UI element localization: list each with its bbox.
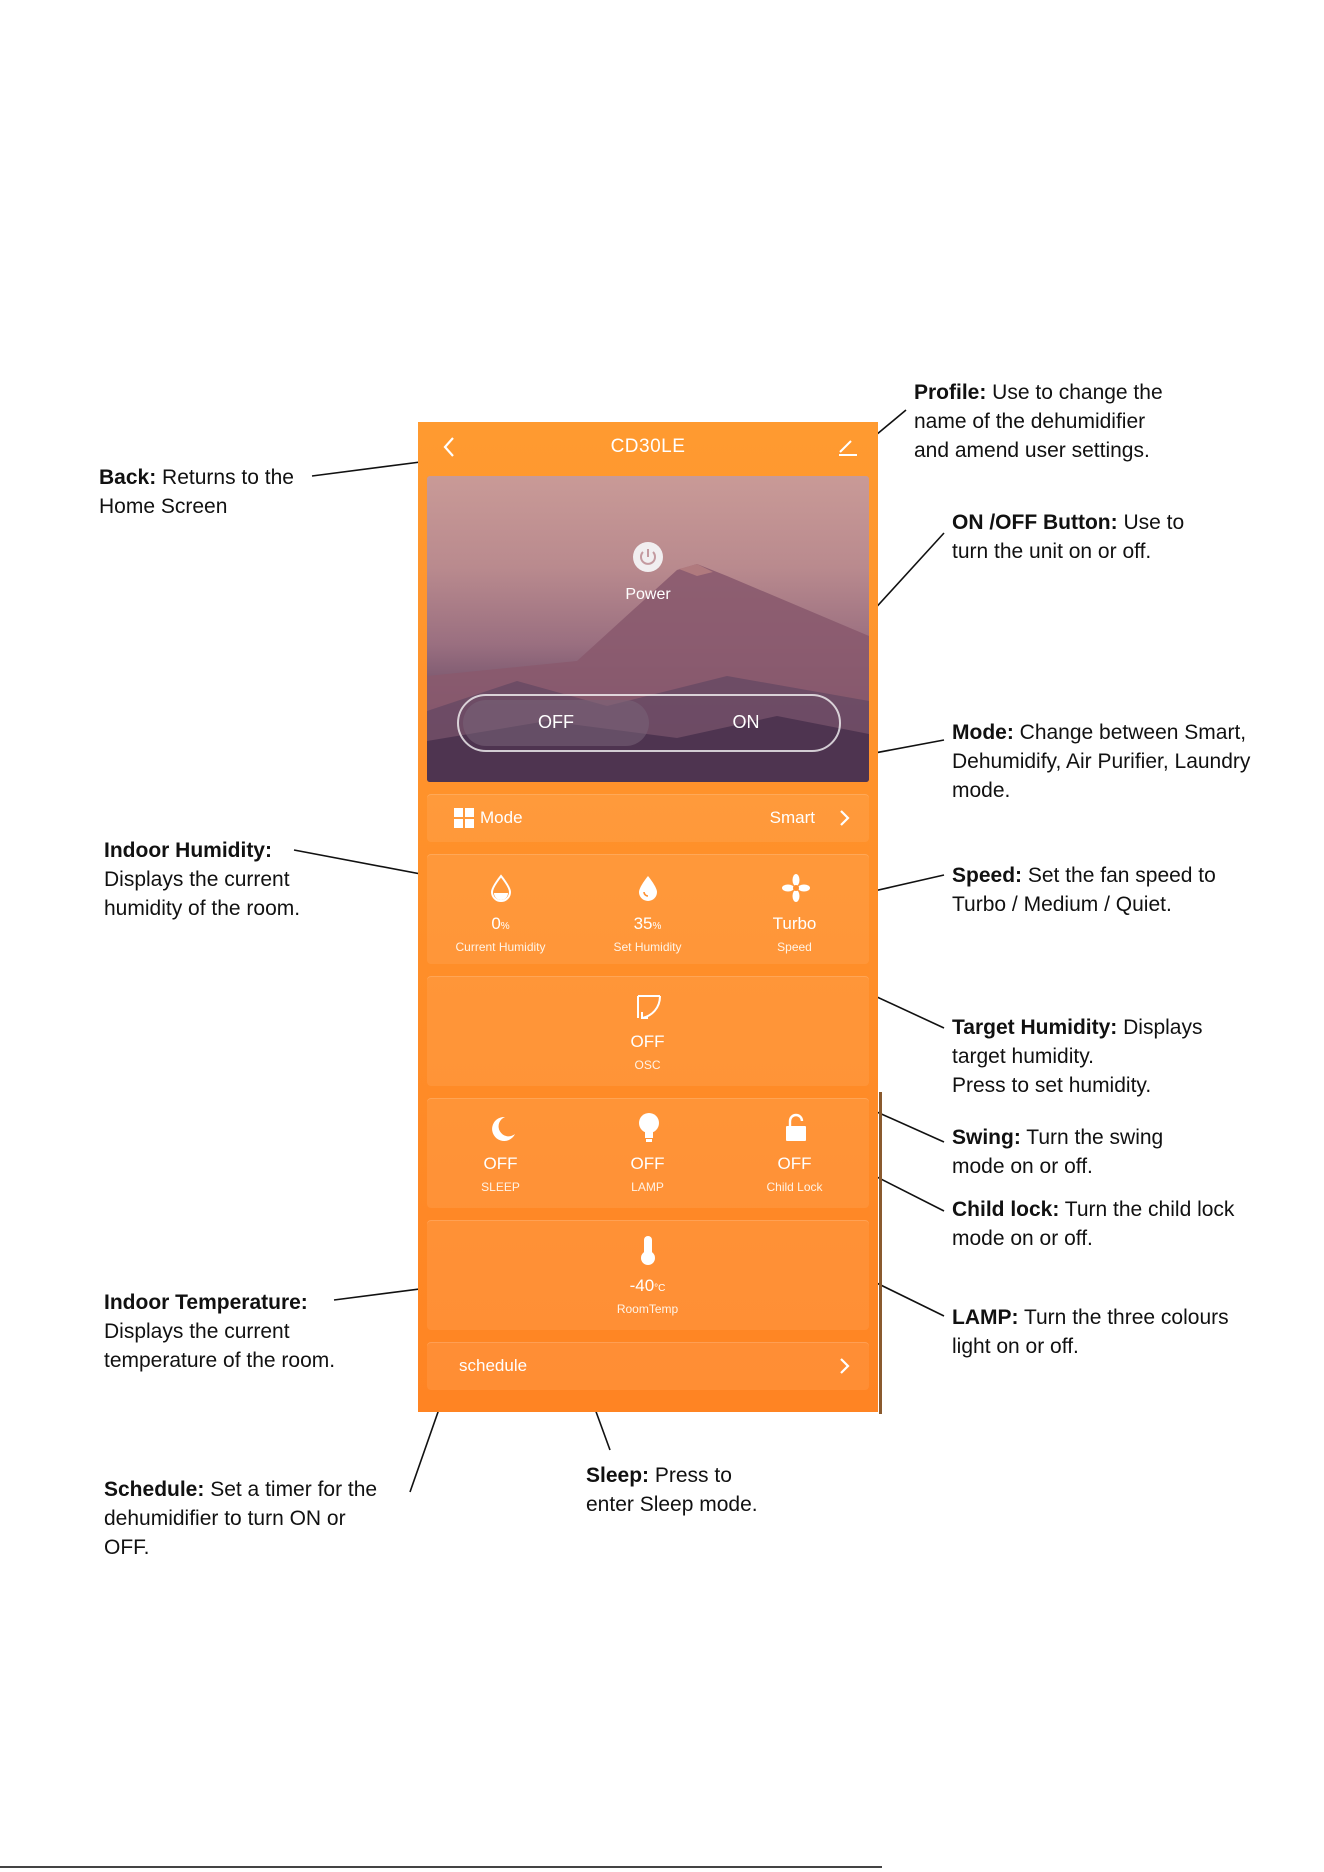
annotation-target-humidity: Target Humidity: Displays target humidit… — [952, 1016, 1203, 1097]
osc-cell[interactable]: OFF OSC — [630, 1032, 665, 1072]
back-chevron-icon[interactable] — [438, 434, 462, 460]
toggle-knob — [463, 700, 649, 746]
toggle-off-label[interactable]: OFF — [538, 712, 574, 732]
annotation-onoff: ON /OFF Button: Use to turn the unit on … — [952, 511, 1185, 563]
annotation-speed: Speed: Set the fan speed to Turbo / Medi… — [952, 864, 1216, 916]
mode-value: Smart — [769, 808, 815, 827]
power-panel: Power OFF ON — [427, 476, 869, 782]
on-off-toggle[interactable]: OFF ON — [457, 694, 841, 752]
water-drop-outline-icon — [490, 874, 512, 902]
mode-label: Mode — [480, 808, 523, 827]
mode-row[interactable]: Mode Smart — [427, 794, 869, 842]
annotation-swing: Swing: Turn the swing mode on or off. — [952, 1126, 1164, 1178]
moon-icon[interactable] — [487, 1114, 517, 1144]
lamp-cell[interactable]: OFF LAMP — [630, 1154, 665, 1194]
annotation-mode: Mode: Change between Smart, Dehumidify, … — [952, 721, 1251, 802]
set-humidity-cell[interactable]: 35% Set Humidity — [613, 914, 682, 954]
mode-chevron-icon — [840, 810, 850, 826]
speed-cell[interactable]: Turbo Speed — [772, 914, 817, 954]
fan-icon[interactable] — [782, 874, 810, 902]
current-humidity-cell: 0% Current Humidity — [455, 914, 546, 954]
controls-row: OFF SLEEP OFF LAMP OFF Child Lock — [427, 1098, 869, 1208]
annotation-back: Back: Returns to the Home Screen — [99, 466, 294, 518]
schedule-chevron-icon — [840, 1358, 850, 1374]
edit-pencil-icon[interactable] — [836, 436, 860, 458]
sleep-cell[interactable]: OFF SLEEP — [481, 1154, 520, 1194]
app-screenshot: CD30LE Power OFF ON M — [418, 422, 878, 1412]
top-bar: CD30LE — [418, 422, 878, 472]
water-drop-icon[interactable] — [636, 874, 660, 902]
annotation-schedule: Schedule: Set a timer for the dehumidifi… — [104, 1478, 378, 1559]
mode-grid-icon — [454, 808, 474, 828]
osc-row: OFF OSC — [427, 976, 869, 1086]
device-title: CD30LE — [610, 436, 686, 457]
annotation-profile: Profile: Use to change the name of the d… — [914, 381, 1163, 462]
scrollbar[interactable] — [879, 1092, 882, 1414]
temperature-row: -40°C RoomTemp — [427, 1220, 869, 1330]
light-bulb-icon[interactable] — [636, 1112, 662, 1144]
annotation-child-lock: Child lock: Turn the child lock mode on … — [952, 1198, 1235, 1250]
toggle-on-label[interactable]: ON — [732, 712, 760, 732]
room-temp-cell: -40°C RoomTemp — [616, 1276, 679, 1316]
swing-icon[interactable] — [634, 992, 664, 1022]
annotation-indoor-humidity: Indoor Humidity: Displays the current hu… — [104, 839, 301, 920]
schedule-row[interactable]: schedule — [427, 1342, 869, 1390]
lock-icon[interactable] — [783, 1112, 809, 1144]
schedule-label: schedule — [459, 1356, 528, 1375]
annotation-indoor-temperature: Indoor Temperature: Displays the current… — [104, 1291, 336, 1372]
power-button-icon[interactable] — [633, 542, 663, 572]
annotation-sleep: Sleep: Press to enter Sleep mode. — [586, 1464, 758, 1516]
child-lock-cell[interactable]: OFF Child Lock — [766, 1154, 823, 1194]
thermometer-icon — [641, 1236, 655, 1265]
humidity-speed-row: 0% Current Humidity 35% Set Humidity Tur… — [427, 854, 869, 964]
annotation-lamp: LAMP: Turn the three colours light on or… — [952, 1306, 1229, 1358]
page-footer-rule — [0, 1866, 882, 1868]
power-label: Power — [625, 586, 671, 603]
